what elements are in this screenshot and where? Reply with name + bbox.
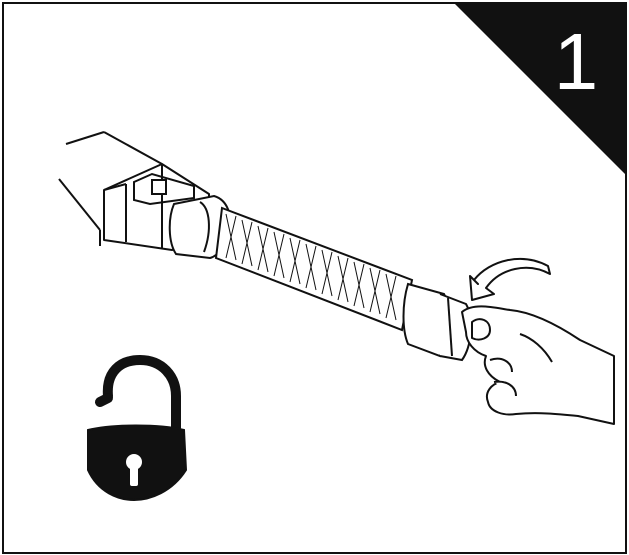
unlocked-padlock-icon	[88, 360, 186, 500]
flashlight-tail-cap	[404, 284, 471, 360]
step-number: 1	[541, 22, 611, 102]
rotate-counterclockwise-arrow-icon	[470, 259, 550, 300]
flashlight-barrel	[216, 208, 412, 330]
hand-illustration	[462, 306, 614, 424]
